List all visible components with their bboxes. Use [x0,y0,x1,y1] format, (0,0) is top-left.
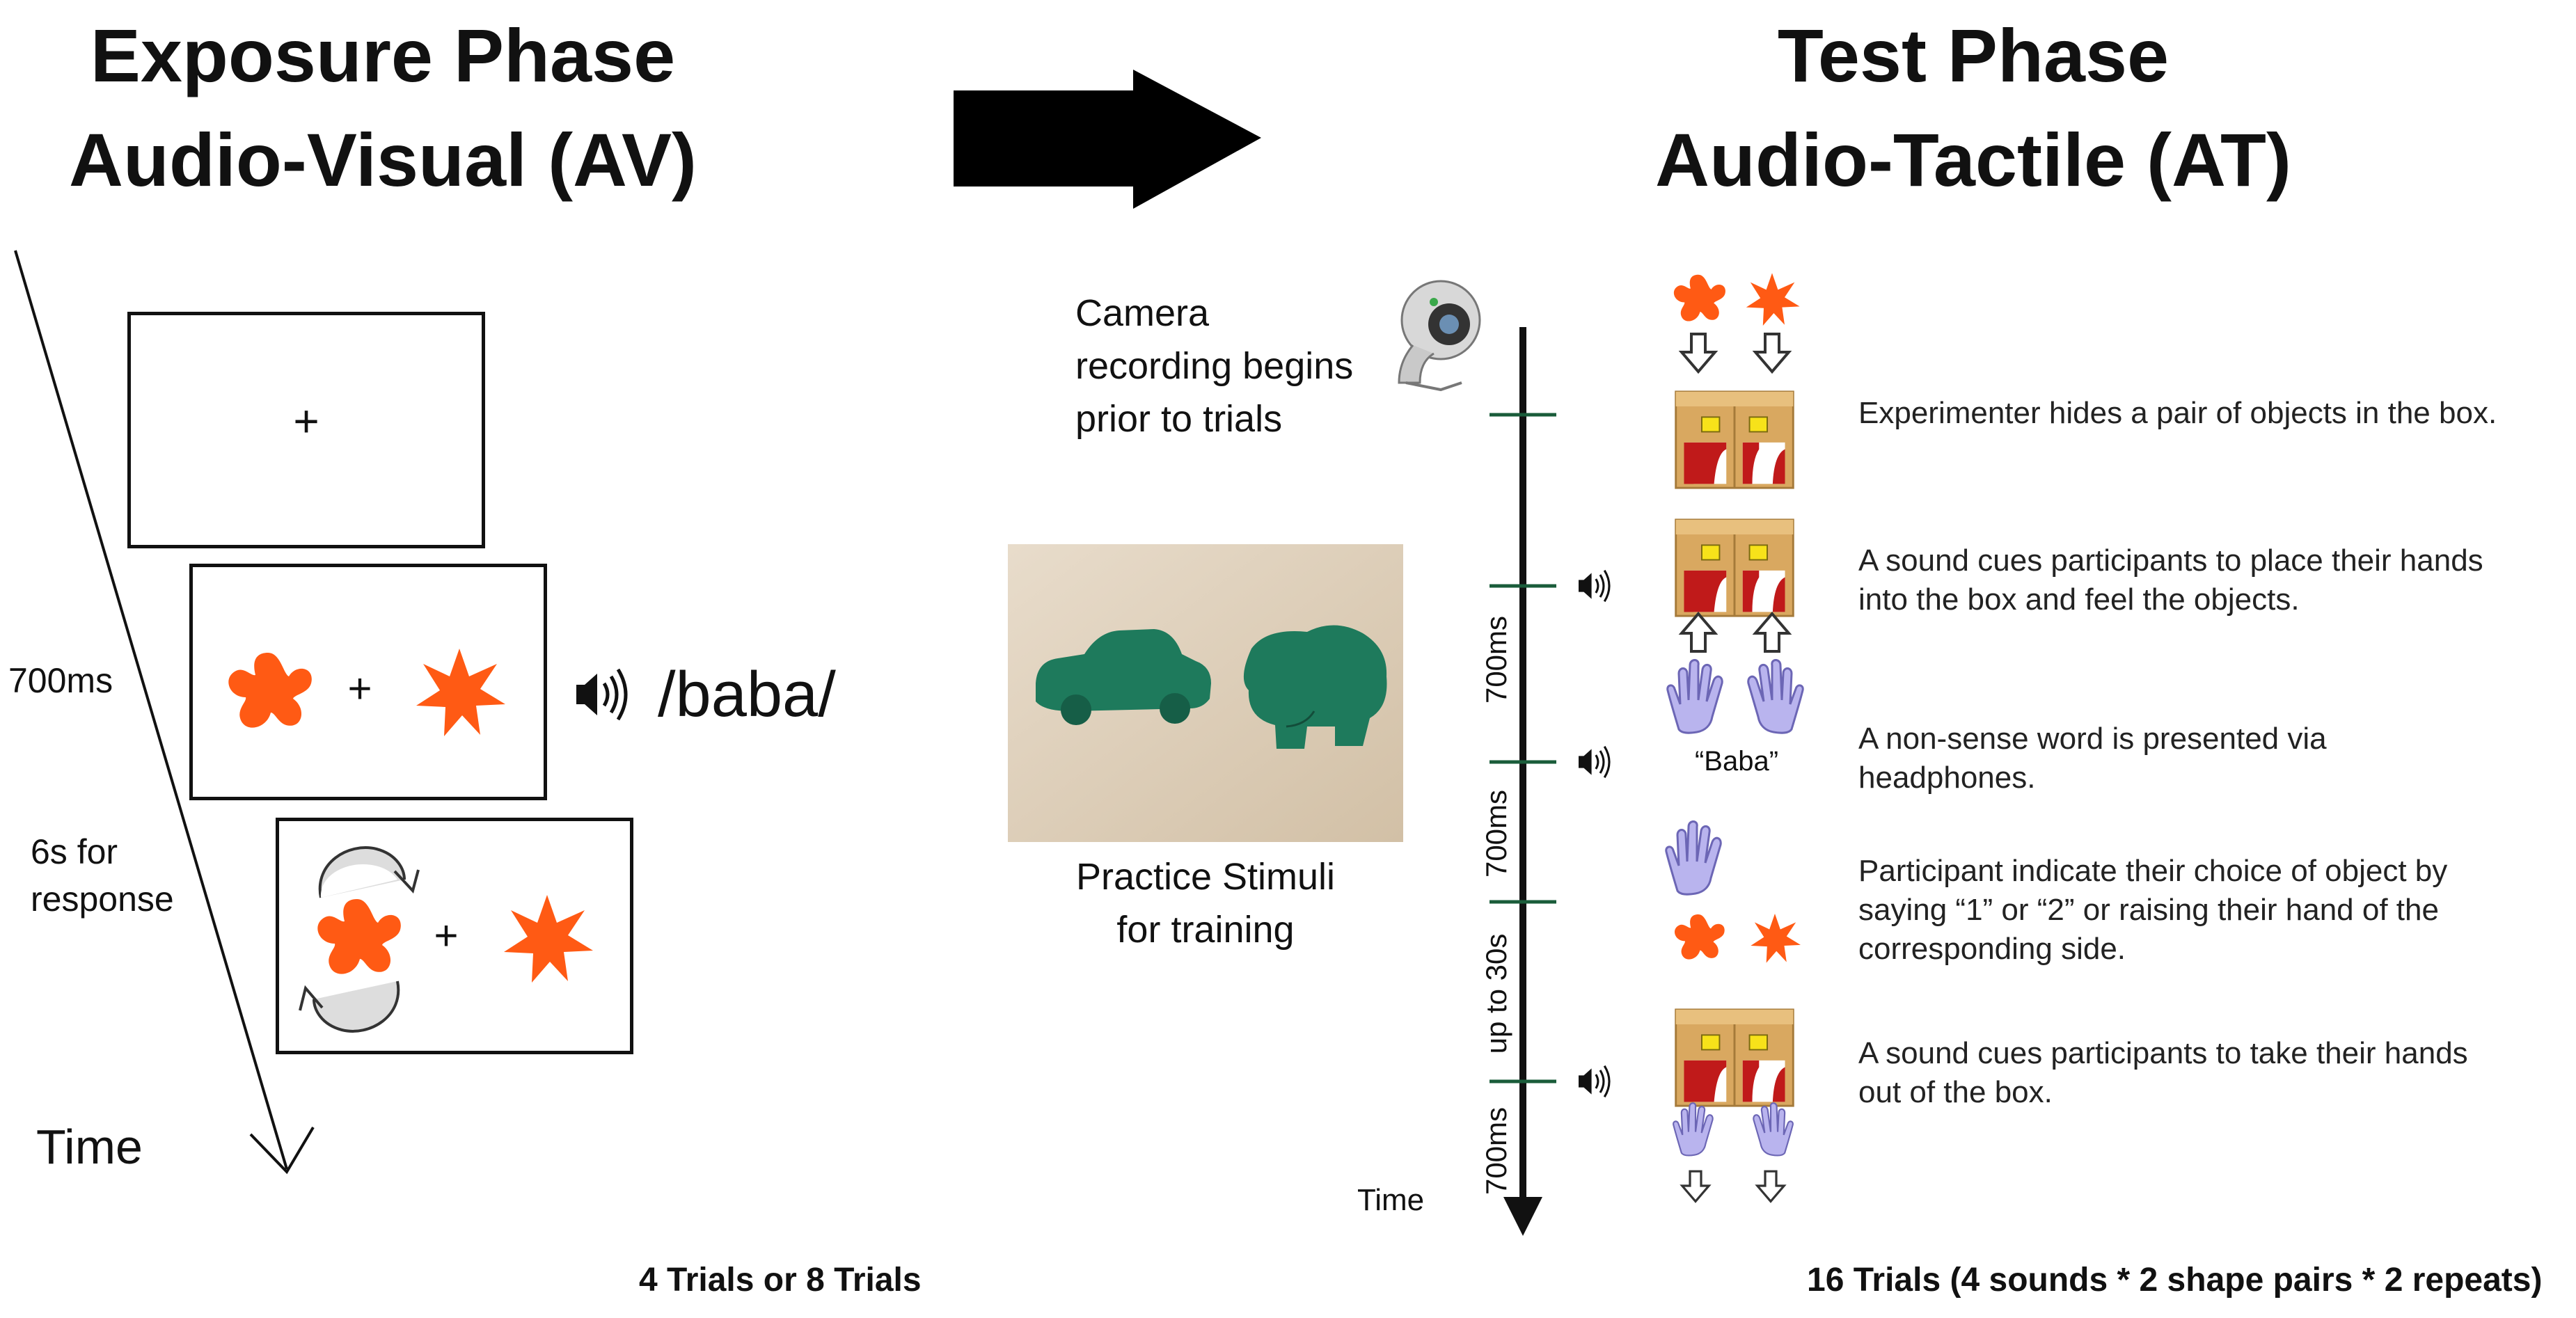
star-shape-step4 [1751,914,1801,963]
webcam-icon [1398,280,1481,392]
stimulus-plus: + [347,665,372,712]
step-description-5: A sound cues participants to take their … [1858,1036,2468,1109]
interval-700ms-label: 700ms [8,661,113,700]
exposure-title: Exposure Phase Audio-Visual (AV) [0,3,766,212]
test-time-label: Time [1357,1183,1425,1217]
up-arrow-icon [1680,612,1716,653]
elephant-shape [1243,625,1387,749]
hand-icon [1747,659,1804,734]
car-shape [1036,629,1211,725]
test-trials: 16 Trials (4 sounds * 2 shape pairs * 2 … [1807,1262,2543,1299]
step-description-4: Participant indicate their choice of obj… [1858,854,2448,966]
response-plus: + [434,912,459,959]
interval-label-2: 700ms [1480,789,1512,878]
baba-spoken-label: “Baba” [1694,746,1779,777]
exposure-title-line1: Exposure Phase [90,13,676,97]
exposure-trials: 4 Trials or 8 Trials [639,1262,922,1299]
step-description-3: A non-sense word is presented via headph… [1858,722,2327,795]
blob-shape-step4 [1674,914,1725,960]
baba-word: /baba/ [658,659,836,730]
fixation-cross: + [293,396,319,446]
fixation-screen: + [127,312,485,548]
exposure-time-label: Time [36,1120,143,1174]
interval-label-1: 700ms [1480,615,1512,704]
camera-note: Camera recording begins prior to trials [1075,292,1354,440]
test-title-line2: Audio-Tactile (AT) [1655,118,2291,202]
practice-stimuli-caption: Practice Stimuli for training [1075,856,1336,951]
up-arrow-icon [1754,612,1790,653]
interval-label-3: up to 30s [1480,933,1512,1054]
rotate-arrow-icon [299,846,420,1033]
step-description-1: Experimenter hides a pair of objects in … [1858,396,2497,430]
test-title-line1: Test Phase [1777,13,2170,97]
down-arrow-icon [1754,333,1790,373]
response-time-label: 6s for response [31,832,174,919]
hand-icon [1666,659,1723,734]
hand-icon [1665,820,1722,896]
down-arrow-icon [1680,333,1716,373]
test-title: Test Phase Audio-Tactile (AT) [1538,3,2408,212]
interval-label-4: 700ms [1480,1106,1512,1196]
exposure-title-line2: Audio-Visual (AV) [68,118,697,202]
practice-stimuli-photo [1008,544,1403,842]
stimulus-screen: + [189,564,547,800]
step-description-2: A sound cues participants to place their… [1858,543,2483,617]
response-screen: + [276,818,633,1054]
